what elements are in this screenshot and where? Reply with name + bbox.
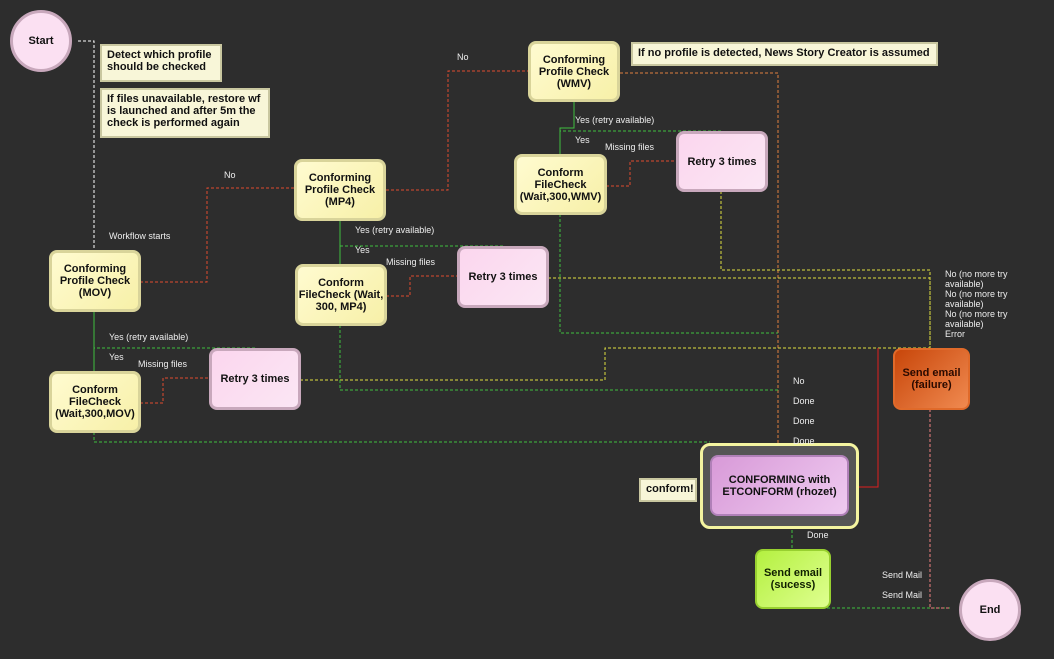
label-no-more-3: No (no more try available): [945, 309, 1008, 329]
label-no-more-1: No (no more try available): [945, 269, 1008, 289]
label-done-4: Done: [807, 530, 829, 540]
connector-wmv-filecheck: [559, 101, 575, 154]
connector-filecheck-mov-conf: [93, 432, 710, 443]
retry-mov[interactable]: Retry 3 times: [209, 348, 301, 410]
connector-start-mov: [78, 40, 95, 250]
start-node[interactable]: Start: [10, 10, 72, 72]
label-missing-mov: Missing files: [138, 359, 188, 369]
send-email-failure[interactable]: Send email (failure): [893, 348, 970, 410]
connector-filecheck-mov-retry: [140, 377, 209, 404]
label-workflow-starts: Workflow starts: [109, 231, 171, 241]
label-no-more-2: No (no more try available): [945, 289, 1008, 309]
label-missing-mp4: Missing files: [386, 257, 436, 267]
note-detect: Detect which profile should be checked: [100, 44, 222, 82]
connector-fail-end: [929, 409, 950, 609]
connector-filecheck-wmv-retry: [606, 160, 676, 187]
label-no-wmv: No: [793, 376, 805, 386]
label-error: Error: [945, 329, 965, 339]
label-send-mail-2: Send Mail: [882, 590, 923, 600]
retry-mp4[interactable]: Retry 3 times: [457, 246, 549, 308]
label-yes-wmv: Yes: [575, 135, 590, 145]
label-done-2: Done: [793, 416, 815, 426]
connector-retry-mov-fail: [300, 347, 930, 381]
filecheck-wmv[interactable]: Conform FileCheck (Wait,300,WMV): [514, 154, 607, 215]
connector-wmv-conforming: [620, 72, 779, 455]
label-yes-retry-wmv: Yes (retry available): [575, 115, 655, 125]
note-conform: conform!: [639, 478, 697, 502]
filecheck-mov[interactable]: Conform FileCheck (Wait,300,MOV): [49, 371, 141, 433]
connector-mp4-wmv: [386, 70, 528, 191]
label-no-mov: No: [224, 170, 236, 180]
note-default-profile: If no profile is detected, News Story Cr…: [631, 42, 938, 66]
profile-check-wmv[interactable]: Conforming Profile Check (WMV): [528, 41, 620, 102]
send-email-success[interactable]: Send email (sucess): [755, 549, 831, 609]
label-yes-retry-mov: Yes (retry available): [109, 332, 189, 342]
connector-filecheck-mp4-retry: [386, 275, 457, 297]
label-yes-mp4: Yes: [355, 245, 370, 255]
connector-filecheck-mp4-conf: [339, 325, 778, 391]
profile-check-mp4[interactable]: Conforming Profile Check (MP4): [294, 159, 386, 221]
profile-check-mov[interactable]: Conforming Profile Check (MOV): [49, 250, 141, 312]
connector-filecheck-wmv-conf: [559, 214, 778, 334]
label-done-3: Done: [793, 436, 815, 446]
label-done-1: Done: [793, 396, 815, 406]
retry-wmv[interactable]: Retry 3 times: [676, 131, 768, 192]
label-yes-mov: Yes: [109, 352, 124, 362]
note-restore: If files unavailable, restore wf is laun…: [100, 88, 270, 138]
end-node[interactable]: End: [959, 579, 1021, 641]
connector-retry-mp4-fail: [548, 277, 931, 348]
conforming-etconform[interactable]: CONFORMING with ETCONFORM (rhozet): [710, 455, 849, 516]
label-missing-wmv: Missing files: [605, 142, 655, 152]
label-send-mail-1: Send Mail: [882, 570, 923, 580]
filecheck-mp4[interactable]: Conform FileCheck (Wait, 300, MP4): [295, 264, 387, 326]
label-yes-retry-mp4: Yes (retry available): [355, 225, 435, 235]
label-no-mp4: No: [457, 52, 469, 62]
connector-retry-wmv-fail: [720, 191, 931, 348]
